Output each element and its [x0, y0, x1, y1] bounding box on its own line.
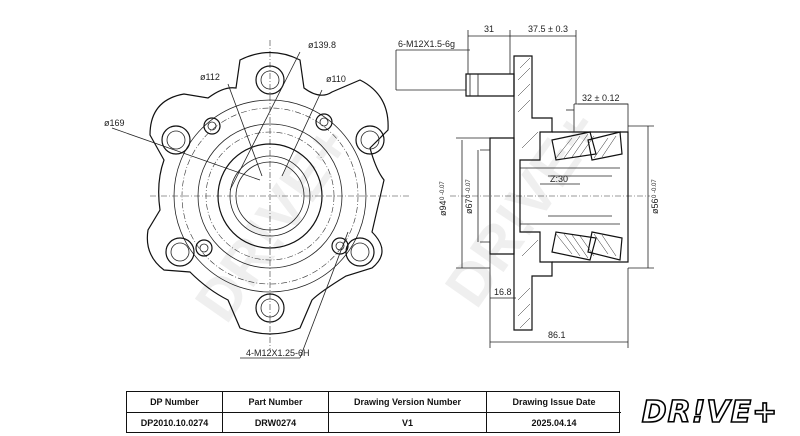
title-block: DP Number Part Number Drawing Version Nu… [126, 391, 621, 433]
part-number-value: DRW0274 [223, 413, 329, 433]
dia-67-tol: 0 -0.07 [466, 179, 472, 198]
dia-56-label: ø56 [650, 198, 660, 214]
front-view: ø169 ø139.8 ø112 ø110 4-M12X1.25-6H [104, 40, 410, 359]
bolt-thread-label: 4-M12X1.25-6H [246, 348, 310, 358]
brand-logo: DR!VE+ [641, 394, 779, 431]
dp-number-value: DP2010.10.0274 [127, 413, 223, 433]
flange-outline [146, 51, 389, 335]
dia-67-label: ø67 [464, 198, 474, 214]
drawing-issue-date-value: 2025.04.14 [531, 418, 577, 428]
technical-drawing: DR!VE+ DR!VE+ [104, 24, 660, 359]
dim-16-8-label: 16.8 [494, 287, 512, 297]
svg-text:DR!VE+: DR!VE+ [432, 98, 614, 318]
stud-thread-label: 6-M12X1.5-6g [398, 39, 455, 49]
dia-169-label: ø169 [104, 118, 125, 128]
drawing-issue-date-header: Drawing Issue Date [487, 392, 621, 413]
part-number-header: Part Number [223, 392, 329, 413]
dp-number-header: DP Number [127, 392, 223, 413]
dim-31-label: 31 [484, 24, 494, 34]
dia-110-label: ø110 [326, 74, 346, 84]
wheel-stud [465, 73, 515, 97]
dia-94-label: ø94 [438, 200, 448, 216]
dia-56-tol: 0 -0.07 [652, 179, 658, 198]
watermark-side: DR!VE+ [432, 98, 614, 318]
drawing-version-header: Drawing Version Number [329, 392, 487, 413]
dia-112-label: ø112 [200, 72, 220, 82]
dia-94-tol: 0 -0.07 [440, 181, 446, 200]
dim-32-label: 32 ± 0.12 [582, 93, 619, 103]
dim-37-5-label: 37.5 ± 0.3 [528, 24, 568, 34]
spline-label: Z:30 [550, 174, 568, 184]
wheel-stud-holes [161, 65, 385, 323]
drawing-version-value: V1 [329, 413, 487, 433]
bearing-rollers [517, 57, 623, 329]
dia-139-8-label: ø139.8 [308, 40, 336, 50]
side-view: 31 37.5 ± 0.3 6-M12X1.5-6g 32 ± 0.12 Z:3… [395, 24, 660, 348]
dim-86-1-label: 86.1 [548, 330, 566, 340]
hub-flange-section [513, 55, 553, 331]
